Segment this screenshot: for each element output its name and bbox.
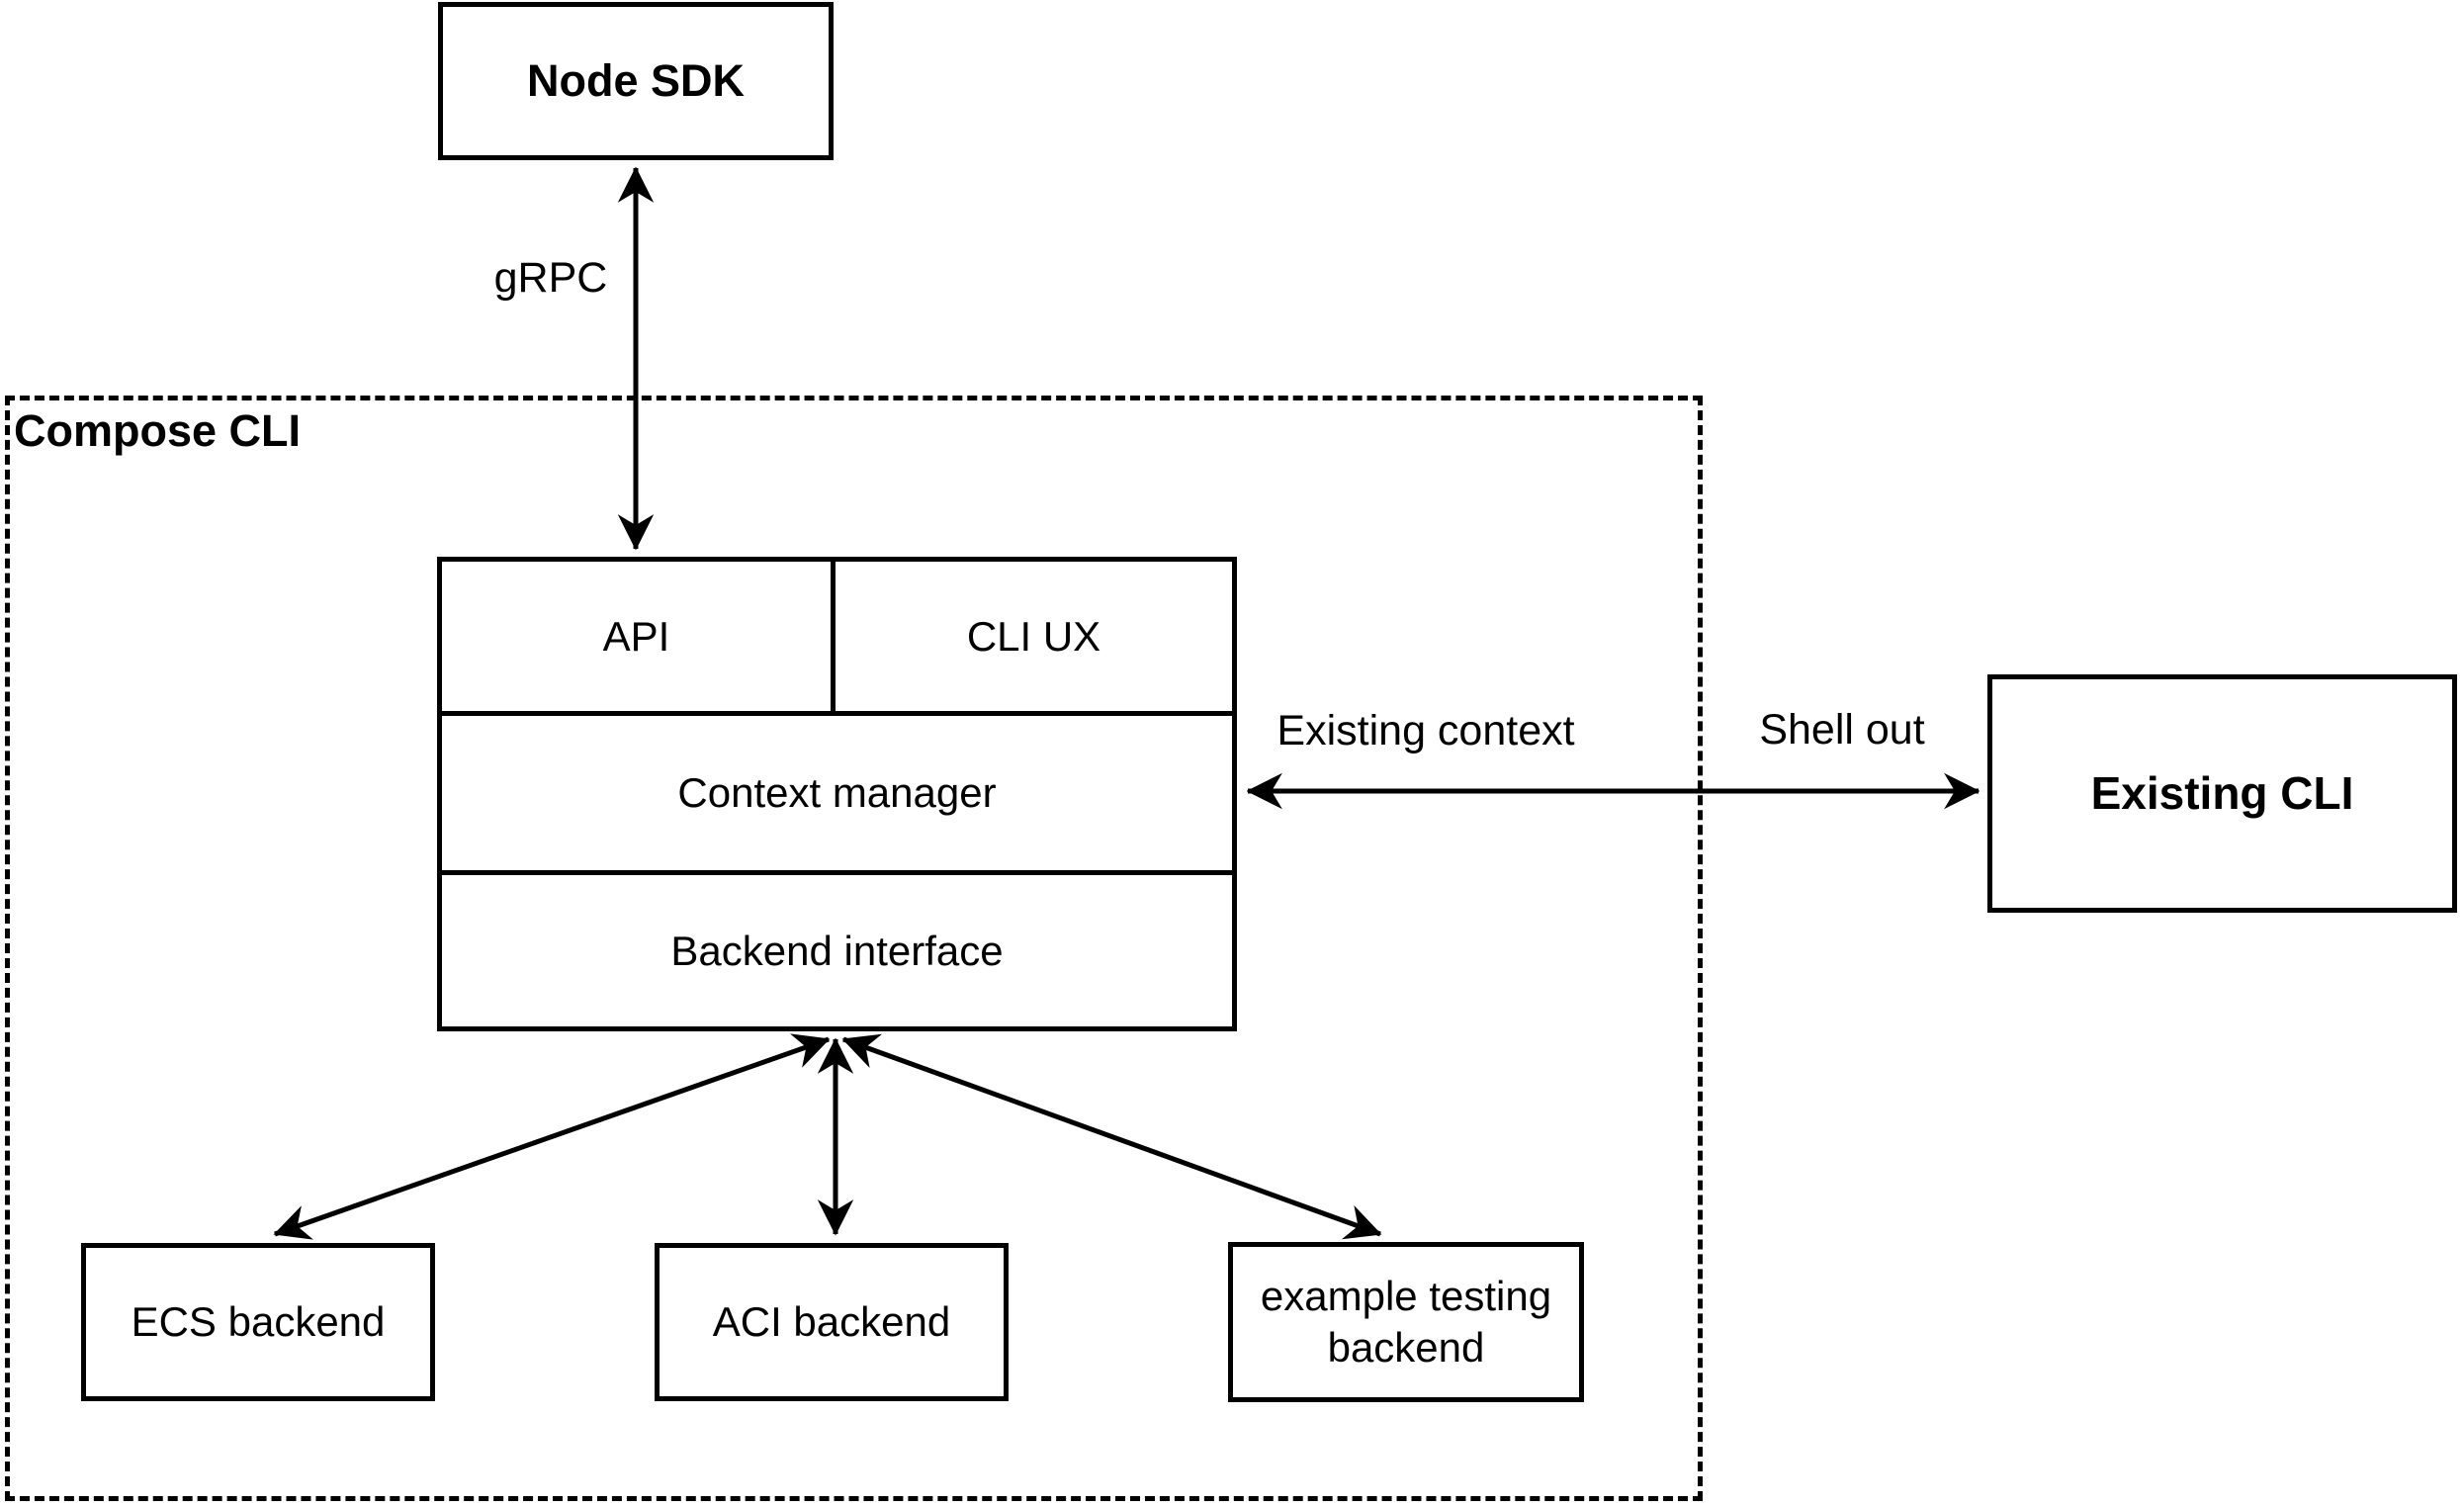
- node-sdk-box: Node SDK: [438, 2, 834, 160]
- existing-context-edge-label: Existing context: [1276, 707, 1575, 754]
- example-testing-backend-label: example testing backend: [1260, 1272, 1552, 1372]
- cli-ux-cell: CLI UX: [836, 562, 1232, 711]
- existing-cli-box: Existing CLI: [1987, 674, 2457, 913]
- context-manager-cell: Context manager: [442, 711, 1232, 870]
- aci-backend-box: ACI backend: [655, 1243, 1009, 1401]
- cli-ux-label: CLI UX: [966, 612, 1101, 660]
- stack-top-row: API CLI UX: [442, 562, 1232, 711]
- api-cell: API: [442, 562, 836, 711]
- example-testing-backend-box: example testing backend: [1228, 1242, 1584, 1402]
- node-sdk-label: Node SDK: [526, 55, 745, 106]
- backend-interface-cell: Backend interface: [442, 870, 1232, 1026]
- backend-interface-label: Backend interface: [670, 927, 1004, 974]
- ecs-backend-box: ECS backend: [81, 1243, 435, 1401]
- grpc-edge-label: gRPC: [493, 254, 608, 302]
- shell-out-edge-label: Shell out: [1759, 706, 1925, 754]
- compose-cli-stack-box: API CLI UX Context manager Backend inter…: [437, 557, 1237, 1031]
- existing-cli-label: Existing CLI: [2090, 766, 2354, 819]
- context-manager-label: Context manager: [677, 769, 997, 816]
- aci-backend-label: ACI backend: [712, 1297, 951, 1345]
- ecs-backend-label: ECS backend: [131, 1297, 386, 1345]
- compose-cli-label: Compose CLI: [14, 405, 302, 456]
- compose-cli-container: [5, 396, 1703, 1501]
- api-label: API: [602, 612, 670, 660]
